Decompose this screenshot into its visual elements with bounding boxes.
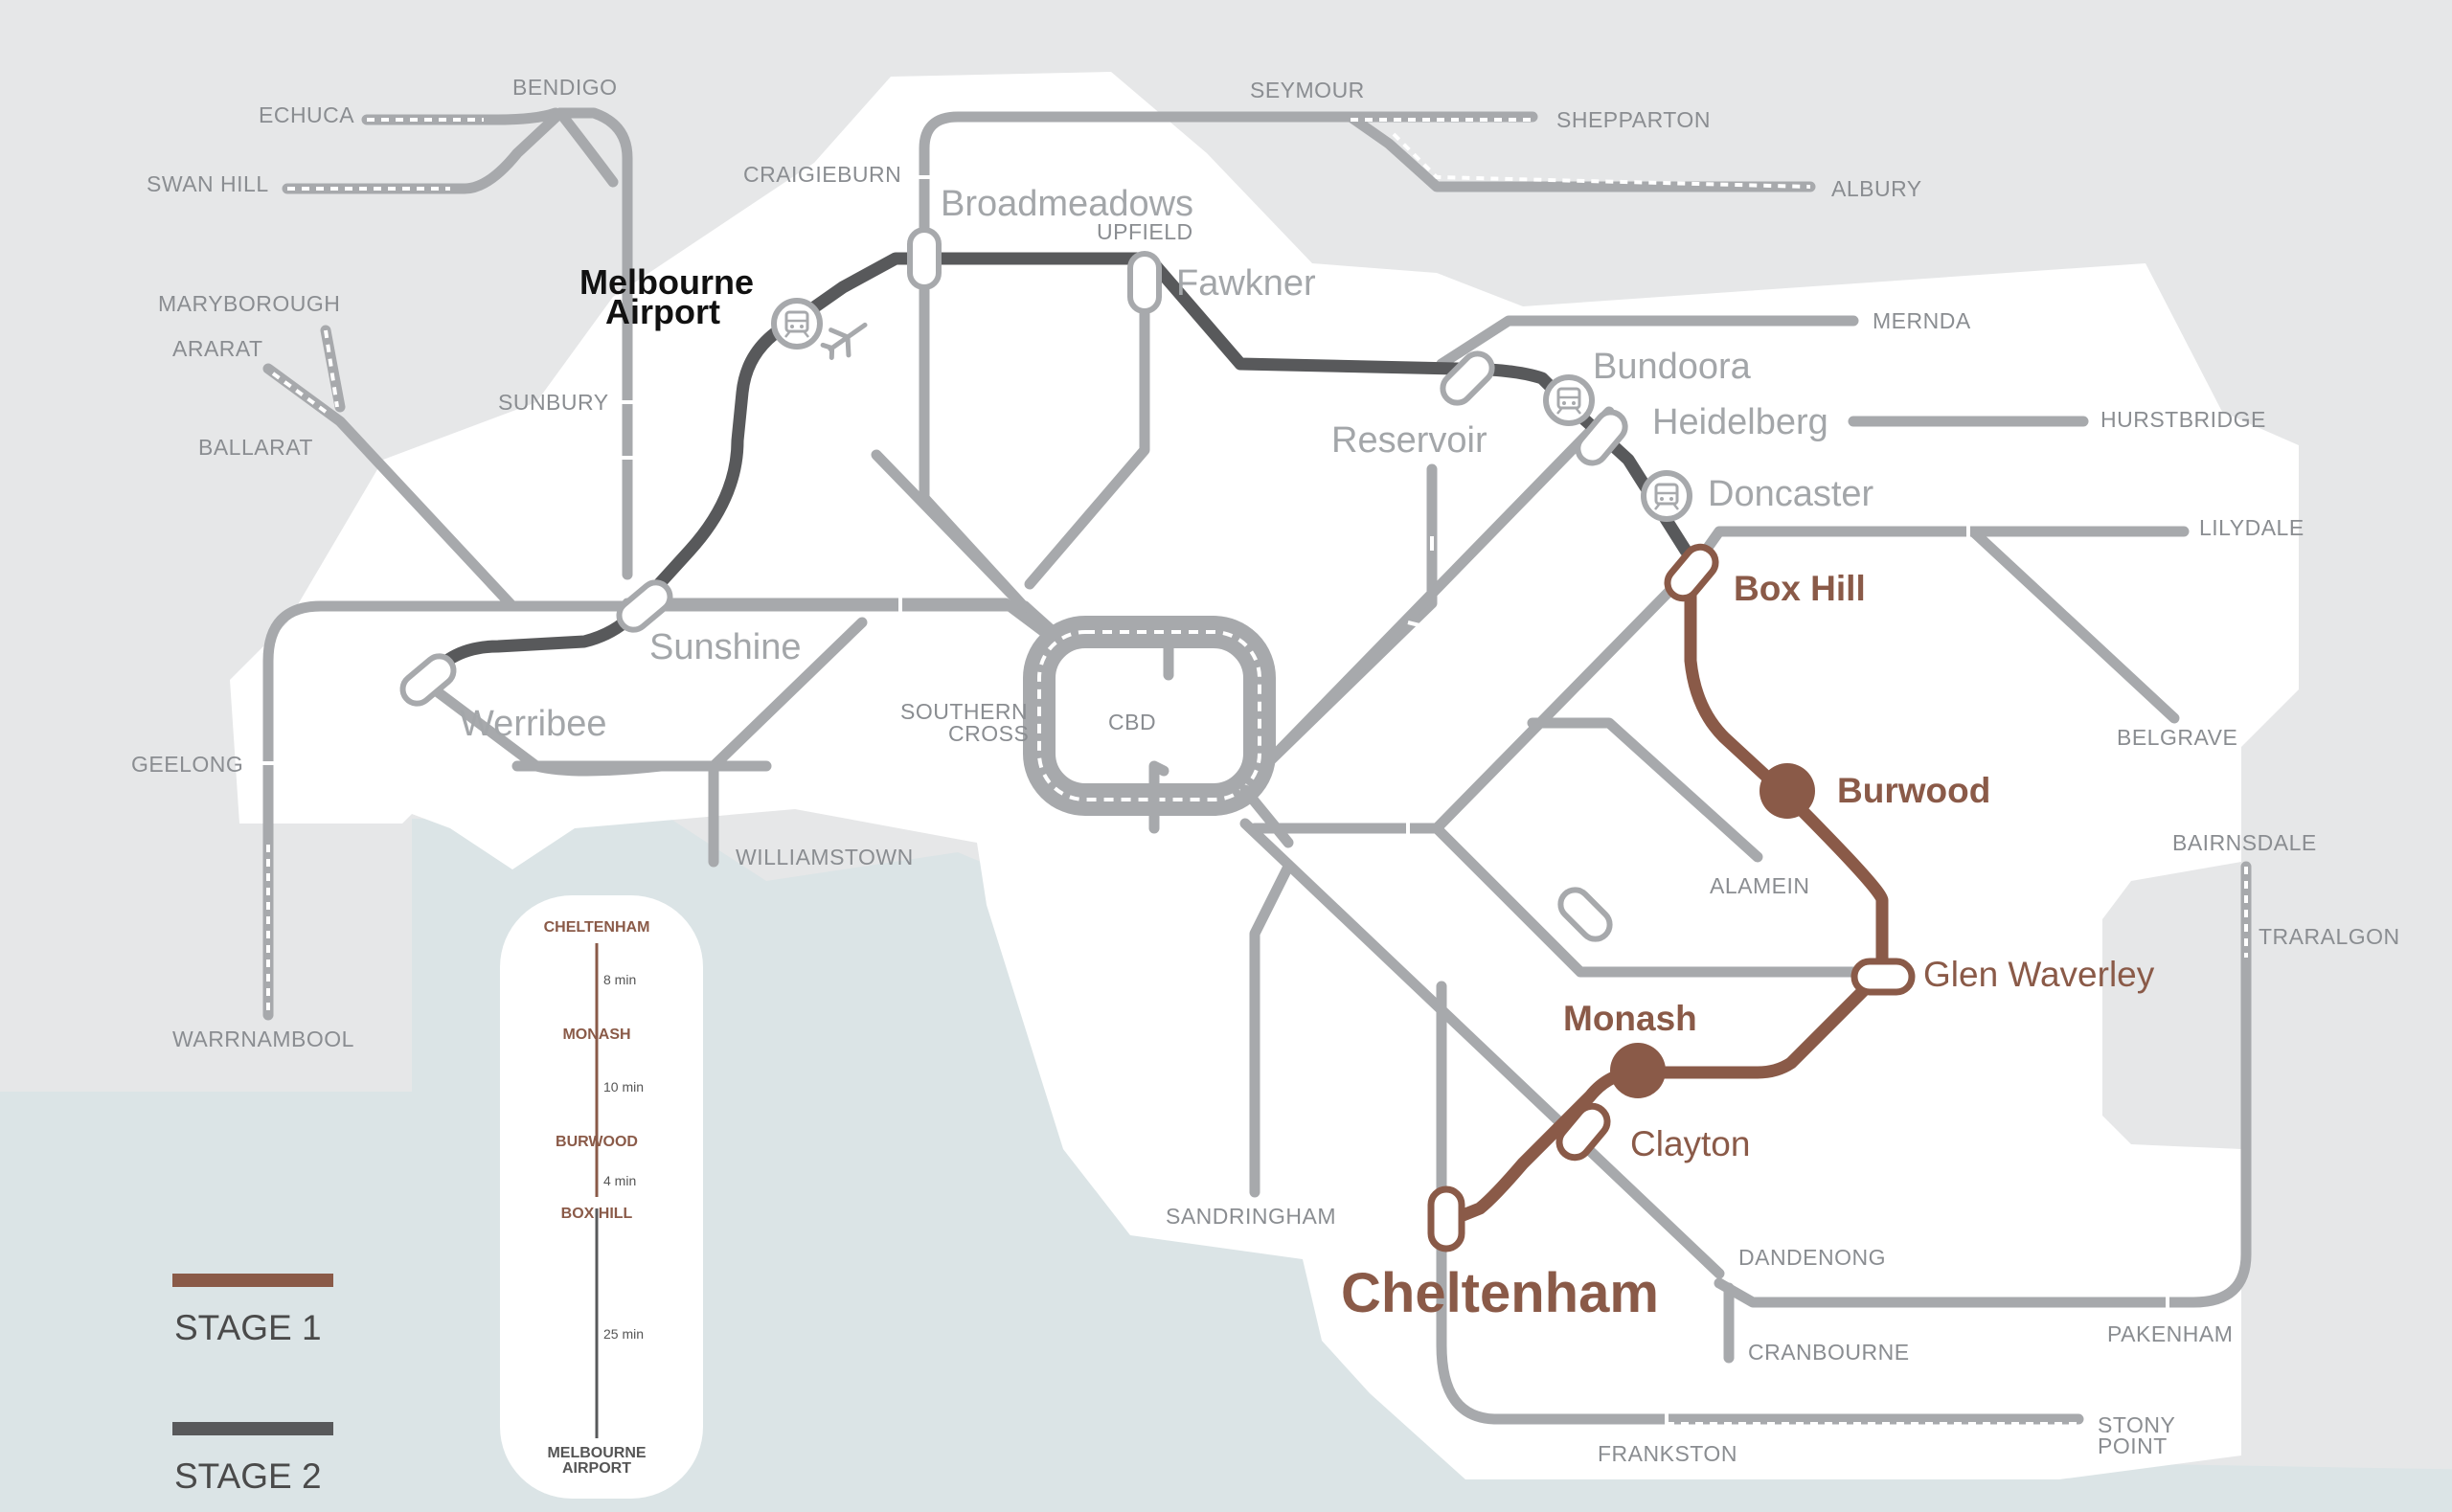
station-label-stony-point-2: POINT [2098,1433,2168,1458]
plane-icon [820,322,868,360]
station-label-craigieburn: CRAIGIEBURN [743,162,901,187]
station-label-fawkner: Fawkner [1176,263,1316,304]
station-label-sunshine: Sunshine [649,627,801,667]
station-label-bendigo: BENDIGO [512,75,618,100]
timeline-duration-2: 10 min [603,1079,644,1095]
interchange-capsules [399,227,1628,942]
station-label-melbourne-airport-2: Airport [605,292,720,331]
station-label-traralgon: TRARALGON [2259,924,2400,949]
timeline-duration-3: 4 min [603,1173,636,1188]
timeline-stop-box-hill: BOX HILL [561,1206,633,1222]
station-label-sunbury: SUNBURY [498,390,609,415]
station-label-monash: Monash [1563,999,1697,1038]
station-label-southern-cross-2: CROSS [948,721,1029,746]
station-label-mernda: MERNDA [1873,308,1971,333]
legend: STAGE 1 STAGE 2 [172,1274,333,1496]
train-icon [1641,470,1692,522]
timeline-duration-1: 8 min [603,972,636,987]
station-label-werribee: Werribee [460,704,606,744]
station-label-cranbourne: CRANBOURNE [1748,1340,1910,1365]
train-icon [771,298,823,350]
station-label-alamein: ALAMEIN [1710,873,1809,898]
station-label-clayton: Clayton [1630,1124,1750,1163]
timeline-stop-melbourne-airport-2: AIRPORT [562,1460,631,1477]
cbd-loop [1023,616,1294,848]
legend-label-stage2: STAGE 2 [174,1456,322,1496]
station-label-williamstown: WILLIAMSTOWN [736,845,914,869]
timeline-stop-cheltenham: CHELTENHAM [544,919,650,936]
journey-time-panel: CHELTENHAM 8 min MONASH 10 min BURWOOD 4… [500,895,703,1499]
station-label-burwood: Burwood [1837,771,1990,810]
train-icon [1543,374,1595,426]
grey-rail-lines [262,107,2252,1426]
station-label-dandenong: DANDENONG [1738,1245,1886,1270]
timeline-stop-monash: MONASH [562,1027,630,1043]
station-label-reservoir: Reservoir [1331,420,1487,461]
station-label-upfield: UPFIELD [1097,219,1193,244]
station-label-ballarat: BALLARAT [198,435,313,460]
station-label-shepparton: SHEPPARTON [1556,107,1711,132]
station-label-cheltenham: Cheltenham [1341,1262,1659,1324]
timeline-stop-burwood: BURWOOD [556,1134,638,1150]
station-label-albury: ALBURY [1831,176,1922,201]
station-label-hurstbridge: HURSTBRIDGE [2100,407,2266,432]
station-label-swan-hill: SWAN HILL [147,171,269,196]
station-label-bairnsdale: BAIRNSDALE [2172,830,2317,855]
station-label-ararat: ARARAT [172,336,263,361]
station-label-geelong: GEELONG [131,752,243,777]
station-label-cbd: CBD [1108,710,1156,734]
station-label-broadmeadows: Broadmeadows [941,184,1193,224]
station-label-belgrave: BELGRAVE [2117,725,2237,750]
legend-swatch-stage1 [172,1274,333,1287]
station-label-maryborough: MARYBOROUGH [158,291,340,316]
station-label-echuca: ECHUCA [259,102,354,127]
station-label-warrnambool: WARRNAMBOOL [172,1027,354,1051]
station-label-southern-cross-1: SOUTHERN [900,699,1028,724]
station-label-pakenham: PAKENHAM [2107,1321,2233,1346]
station-label-frankston: FRANKSTON [1598,1441,1737,1466]
legend-label-stage1: STAGE 1 [174,1308,322,1347]
legend-swatch-stage2 [172,1422,333,1435]
station-label-bundoora: Bundoora [1593,347,1752,387]
station-label-lilydale: LILYDALE [2199,515,2304,540]
station-label-heidelberg: Heidelberg [1652,402,1828,442]
station-ticks [257,175,2169,1431]
timeline-stop-melbourne-airport-1: MELBOURNE [547,1445,646,1461]
station-label-seymour: SEYMOUR [1250,78,1365,102]
station-label-melbourne-airport-1: Melbourne [579,262,754,302]
station-label-stony-point-1: STONY [2098,1412,2175,1437]
stage1-stations [1427,543,1916,1252]
stage1-line [1449,563,1889,1225]
timeline-duration-4: 25 min [603,1326,644,1342]
station-label-sandringham: SANDRINGHAM [1166,1204,1336,1229]
station-label-glen-waverley: Glen Waverley [1923,955,2155,994]
station-labels: ECHUCA BENDIGO SWAN HILL SEYMOUR SHEPPAR… [131,75,2400,1466]
station-label-doncaster: Doncaster [1708,474,1874,514]
station-label-box-hill: Box Hill [1734,569,1866,608]
